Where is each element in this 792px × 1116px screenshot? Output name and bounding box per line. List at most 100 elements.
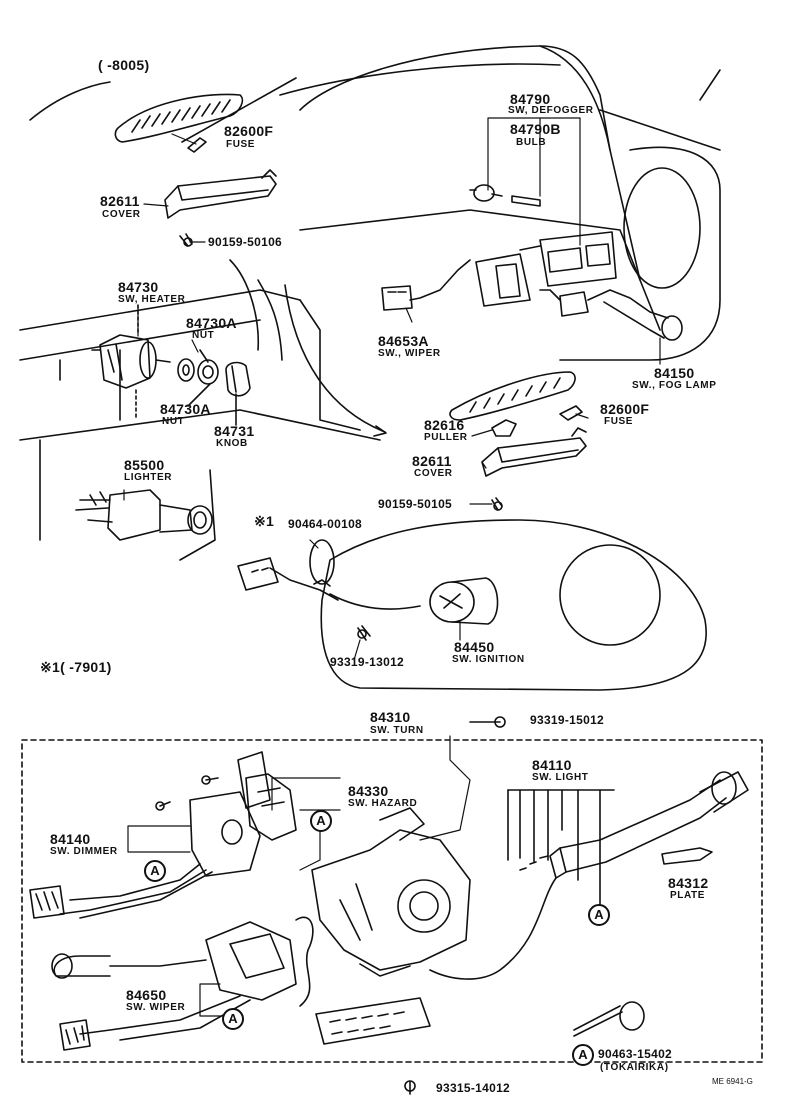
part-90464-number: 90464-00108 xyxy=(288,517,363,531)
part-85500-name: LIGHTER xyxy=(124,472,173,483)
part-84150-number: 84150 xyxy=(654,365,695,381)
part-84140-name: SW. DIMMER xyxy=(50,846,118,857)
callout-arrowhead xyxy=(373,425,387,437)
part-84650-name: SW. WIPER xyxy=(126,1002,186,1013)
part-85500-number: 85500 xyxy=(124,457,165,473)
dimmer-connector xyxy=(29,885,65,919)
screw-head-ignition xyxy=(357,629,367,639)
heater-switch xyxy=(91,304,171,421)
part-84730A-name-top: NUT xyxy=(192,330,215,341)
part-84312-name: PLATE xyxy=(670,890,706,901)
diag-connector xyxy=(315,997,431,1045)
heater-nuts xyxy=(177,349,219,385)
part-90159-50105-number: 90159-50105 xyxy=(378,497,453,511)
wiper-switch-upper xyxy=(409,253,531,307)
part-84731-number: 84731 xyxy=(214,423,255,439)
header-range: ( -8005) xyxy=(98,57,150,73)
part-93319-13012-number: 93319-13012 xyxy=(330,655,405,669)
part-93315-number: 93315-14012 xyxy=(436,1081,511,1095)
part-84790B-number: 84790B xyxy=(510,121,561,137)
part-82600F-number: 82600F xyxy=(224,123,274,139)
part-82616-name: PULLER xyxy=(424,432,468,443)
part-90463-name: (TOKAIRIKA) xyxy=(600,1062,669,1073)
part-90463-number: 90463-15402 xyxy=(598,1047,673,1061)
part-82611-b-name: COVER xyxy=(414,468,453,479)
screw-upper xyxy=(179,233,193,247)
ignition-connector xyxy=(237,557,339,601)
part-82611-b-number: 82611 xyxy=(412,453,452,469)
fog-lamp-switch xyxy=(539,289,683,341)
connector-upper xyxy=(381,285,413,311)
plate-pin xyxy=(661,847,713,865)
callout-a-wiper: A xyxy=(222,1008,244,1030)
cover-upper xyxy=(164,169,277,219)
rubber-band xyxy=(573,1001,645,1037)
dashboard-outline xyxy=(19,45,721,561)
callout-a-dimmer: A xyxy=(144,860,166,882)
part-84790B-name: BULB xyxy=(516,137,547,148)
light-switch xyxy=(429,771,749,980)
part-84790-name: SW, DEFOGGER xyxy=(508,105,594,116)
part-84653A-number: 84653A xyxy=(378,333,429,349)
part-82600F-b-number: 82600F xyxy=(600,401,650,417)
leader-lines xyxy=(123,117,661,1017)
part-93319-15012-number: 93319-15012 xyxy=(530,713,605,727)
wiper-connector xyxy=(59,1019,91,1051)
cover-lower xyxy=(481,427,587,477)
part-84110-name: SW. LIGHT xyxy=(532,772,589,783)
part-84730-name: SW, HEATER xyxy=(118,294,186,305)
screw-head-top xyxy=(494,716,506,728)
part-84330-number: 84330 xyxy=(348,783,389,799)
fuse-block-lower xyxy=(449,371,576,421)
part-84450-number: 84450 xyxy=(454,639,495,655)
fuse-block-upper xyxy=(114,77,297,153)
diagram-code: ME 6941-G xyxy=(712,1077,753,1086)
part-84790-number: 84790 xyxy=(510,91,551,107)
part-84650-number: 84650 xyxy=(126,987,167,1003)
part-84450-name: SW. IGNITION xyxy=(452,654,525,665)
part-84731-name: KNOB xyxy=(216,438,248,449)
part-82600F-b-name: FUSE xyxy=(604,416,634,427)
part-84310-number: 84310 xyxy=(370,709,411,725)
part-82616-number: 82616 xyxy=(424,417,465,433)
screw-dimmer-b xyxy=(155,801,165,811)
defogger-bulb-holder xyxy=(469,184,541,207)
callout-a-light: A xyxy=(588,904,610,926)
part-84310-name: SW. TURN xyxy=(370,725,424,736)
part-84730A-name-bottom: NUT xyxy=(162,416,185,427)
part-84653A-name: SW., WIPER xyxy=(378,348,441,359)
fuse-puller xyxy=(491,419,517,437)
combination-switch-frame xyxy=(21,739,763,1063)
part-84312-number: 84312 xyxy=(668,875,709,891)
screw-head-bottom xyxy=(404,1080,416,1092)
part-84110-number: 84110 xyxy=(532,757,572,773)
footnote-mark: ※1 xyxy=(254,513,275,529)
part-82611-number: 82611 xyxy=(100,193,140,209)
screw-dimmer-a xyxy=(201,775,211,785)
part-84730A-number-bottom: 84730A xyxy=(160,401,211,417)
part-84140-number: 84140 xyxy=(50,831,91,847)
part-90159-50106-number: 90159-50106 xyxy=(208,235,283,249)
light-switch-leaders xyxy=(507,789,615,905)
spare-fuse xyxy=(559,405,583,421)
turn-switch-body xyxy=(311,807,471,977)
screw-head-lower xyxy=(493,501,503,511)
part-84730A-number-top: 84730A xyxy=(186,315,237,331)
cigarette-lighter xyxy=(75,489,213,541)
part-84730-number: 84730 xyxy=(118,279,159,295)
screw-ignition xyxy=(357,625,371,641)
part-82600F-name: FUSE xyxy=(226,139,256,150)
part-84150-name: SW., FOG LAMP xyxy=(632,380,717,391)
defogger-switch xyxy=(519,231,617,287)
callout-arrow xyxy=(284,284,386,433)
callout-a-hazard: A xyxy=(310,810,332,832)
hazard-switch xyxy=(237,751,297,841)
part-84330-name: SW. HAZARD xyxy=(348,798,418,809)
part-82611-name: COVER xyxy=(102,209,141,220)
steering-column-cover xyxy=(320,519,707,691)
wiper-wire xyxy=(295,916,314,1007)
heater-knob xyxy=(225,361,251,426)
ignition-switch xyxy=(329,577,499,625)
